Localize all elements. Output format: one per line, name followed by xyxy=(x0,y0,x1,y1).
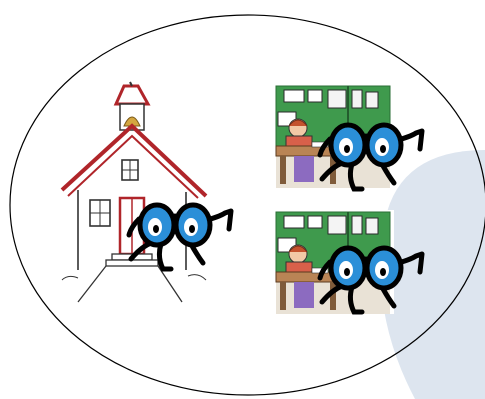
schoolhouse-with-bell-icon xyxy=(62,82,206,302)
